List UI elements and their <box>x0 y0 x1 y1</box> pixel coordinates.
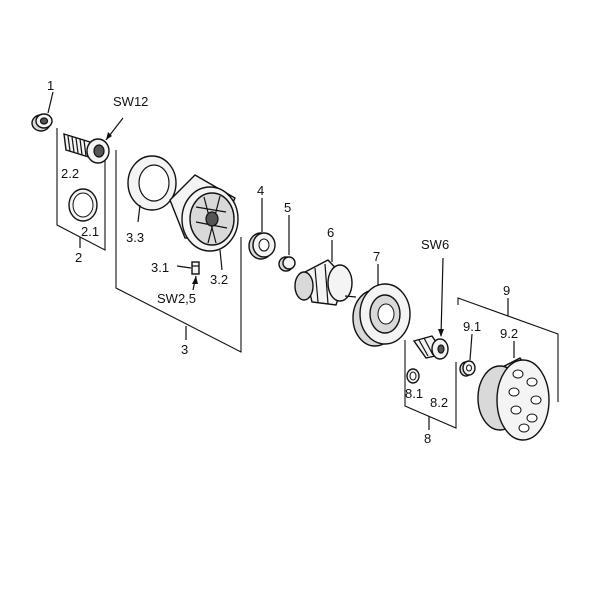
bracket-8 <box>404 340 457 429</box>
arrow-sw12 <box>106 132 112 140</box>
leader-3-3 <box>137 204 141 223</box>
leader-3-2 <box>219 249 223 271</box>
part-5-bushing <box>278 256 296 272</box>
part-3-cage-housing <box>169 174 239 252</box>
bracket-2 <box>56 128 106 251</box>
label-part-6: 6 <box>327 225 334 240</box>
part-4-bearing-ring <box>248 232 276 260</box>
label-part-2-2: 2.2 <box>61 166 79 181</box>
part-1-nut <box>31 113 53 132</box>
label-sw2-5: SW2,5 <box>157 291 196 306</box>
part-8-1-o-ring <box>406 368 420 384</box>
label-part-3-2: 3.2 <box>210 272 228 287</box>
label-part-5: 5 <box>284 200 291 215</box>
label-part-8-2: 8.2 <box>430 395 448 410</box>
label-part-8: 8 <box>424 431 431 446</box>
label-part-3: 3 <box>181 342 188 357</box>
label-part-2-1: 2.1 <box>81 224 99 239</box>
part-7-nut-housing <box>352 283 411 347</box>
part-3-3-ring <box>127 155 177 211</box>
arrow-sw6 <box>438 329 444 337</box>
label-sw6: SW6 <box>421 237 449 252</box>
leader-3-1 <box>176 265 192 269</box>
label-part-9-1: 9.1 <box>463 319 481 334</box>
label-part-9: 9 <box>503 283 510 298</box>
label-part-3-3: 3.3 <box>126 230 144 245</box>
label-part-2: 2 <box>75 250 82 265</box>
bracket-3 <box>115 150 242 353</box>
label-part-4: 4 <box>257 183 264 198</box>
label-part-3-1: 3.1 <box>151 260 169 275</box>
part-9-1-ring <box>459 360 476 377</box>
label-sw12: SW12 <box>113 94 148 109</box>
leader-1 <box>47 91 54 114</box>
leader-9-1 <box>469 333 473 361</box>
part-2-1-o-ring <box>68 188 98 222</box>
part-8-valve-insert <box>412 335 449 360</box>
label-part-1: 1 <box>47 78 54 93</box>
part-3-1-pin <box>191 261 200 275</box>
label-part-7: 7 <box>373 249 380 264</box>
label-part-8-1: 8.1 <box>405 386 423 401</box>
leader-sw6 <box>440 257 444 337</box>
part-9-end-cap <box>477 357 550 441</box>
arrow-sw2-5 <box>192 276 198 284</box>
label-part-9-2: 9.2 <box>500 326 518 341</box>
part-2-threaded-fitting <box>63 133 110 164</box>
part-6-spindle <box>294 259 357 306</box>
